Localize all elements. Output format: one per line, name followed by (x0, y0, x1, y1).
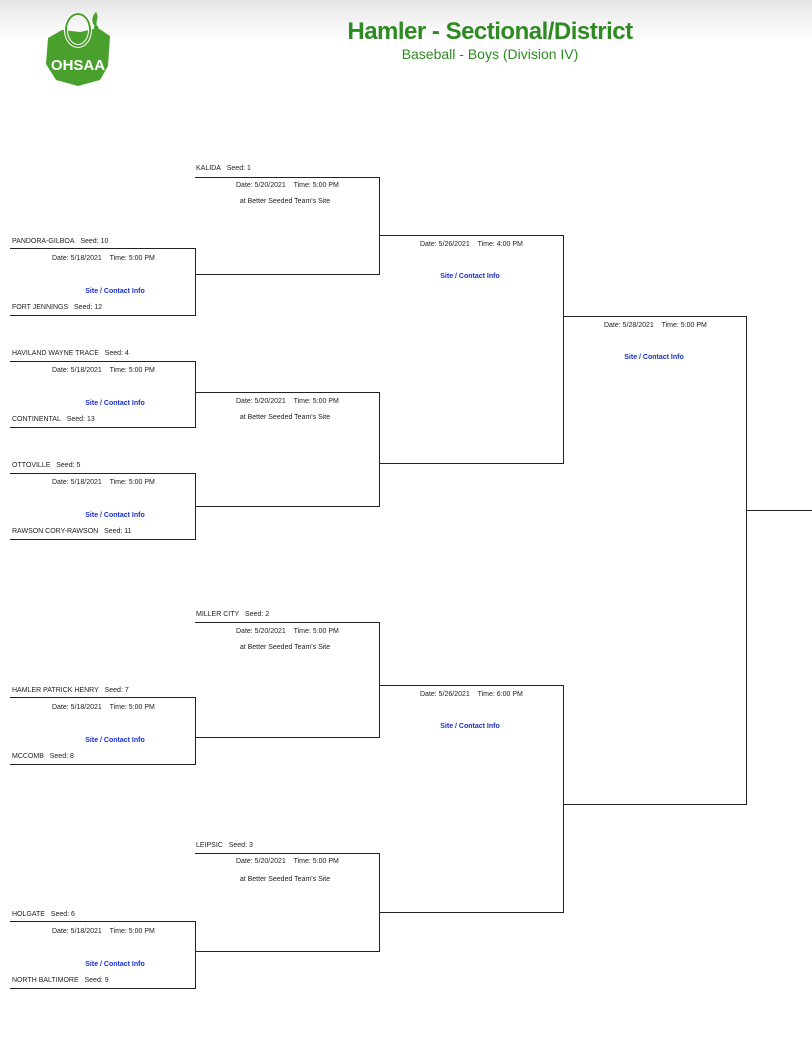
bracket-line (563, 235, 564, 464)
bracket-line (10, 988, 196, 989)
team-rawson-cory-rawson: RAWSON CORY-RAWSON Seed: 11 (12, 528, 132, 535)
svg-text:OHSAA: OHSAA (51, 57, 105, 74)
team-ottoville: OTTOVILLE Seed: 5 (12, 462, 81, 469)
bracket-line (379, 912, 564, 913)
bracket-line (379, 853, 380, 952)
game-site: at Better Seeded Team's Site (239, 414, 331, 421)
bracket-line (195, 951, 380, 952)
bracket-line (10, 921, 196, 922)
team-fort-jennings: FORT JENNINGS Seed: 12 (12, 304, 103, 311)
bracket-line (10, 473, 196, 474)
page-subtitle: Baseball - Boys (Division IV) (401, 46, 579, 62)
bracket-line (379, 463, 564, 464)
team-north-baltimore: NORTH BALTIMORE Seed: 9 (12, 977, 109, 984)
game-datetime: Date: 5/26/2021 Time: 6:00 PM (420, 691, 523, 698)
game-site: at Better Seeded Team's Site (239, 644, 331, 651)
team-miller-city: MILLER CITY Seed: 2 (196, 611, 270, 618)
team-continental: CONTINENTAL Seed: 13 (12, 416, 95, 423)
site-contact-link[interactable]: Site / Contact Info (85, 400, 145, 407)
site-contact-link[interactable]: Site / Contact Info (440, 273, 500, 280)
team-leipsic: LEIPSIC Seed: 3 (196, 842, 253, 849)
bracket-line (195, 921, 196, 989)
bracket-line (379, 235, 564, 236)
game-datetime: Date: 5/20/2021 Time: 5:00 PM (236, 398, 339, 405)
bracket-line (746, 316, 747, 805)
game-datetime: Date: 5/18/2021 Time: 5:00 PM (52, 928, 155, 935)
site-contact-link[interactable]: Site / Contact Info (85, 737, 145, 744)
site-contact-link[interactable]: Site / Contact Info (85, 288, 145, 295)
team-holgate: HOLGATE Seed: 6 (12, 911, 75, 918)
bracket-line (195, 737, 380, 738)
game-datetime: Date: 5/20/2021 Time: 5:00 PM (236, 182, 339, 189)
bracket-line (10, 539, 196, 540)
champion-line (746, 510, 812, 511)
game-datetime: Date: 5/20/2021 Time: 5:00 PM (236, 628, 339, 635)
site-contact-link[interactable]: Site / Contact Info (85, 512, 145, 519)
site-contact-link[interactable]: Site / Contact Info (440, 723, 500, 730)
bracket-line (379, 177, 380, 275)
team-hamler-patrick-henry: HAMLER PATRICK HENRY Seed: 7 (12, 687, 129, 694)
bracket-line (195, 177, 380, 178)
bracket-line (379, 685, 564, 686)
team-kalida: KALIDA Seed: 1 (196, 165, 251, 172)
game-datetime: Date: 5/18/2021 Time: 5:00 PM (52, 479, 155, 486)
ohsaa-logo-icon: OHSAA (46, 12, 110, 86)
bracket-line (195, 248, 196, 316)
site-contact-link[interactable]: Site / Contact Info (85, 961, 145, 968)
game-datetime: Date: 5/18/2021 Time: 5:00 PM (52, 255, 155, 262)
bracket-line (379, 622, 380, 738)
site-contact-link[interactable]: Site / Contact Info (624, 354, 684, 361)
bracket-line (195, 697, 196, 765)
team-mccomb: MCCOMB Seed: 8 (12, 753, 74, 760)
page-header-background (0, 0, 812, 40)
game-site: at Better Seeded Team's Site (239, 876, 331, 883)
game-datetime: Date: 5/18/2021 Time: 5:00 PM (52, 704, 155, 711)
bracket-line (10, 764, 196, 765)
bracket-line (10, 315, 196, 316)
bracket-line (195, 506, 380, 507)
bracket-line (10, 361, 196, 362)
game-datetime: Date: 5/20/2021 Time: 5:00 PM (236, 858, 339, 865)
bracket-line (195, 392, 380, 393)
bracket-line (10, 427, 196, 428)
bracket-line (195, 622, 380, 623)
game-datetime: Date: 5/26/2021 Time: 4:00 PM (420, 241, 523, 248)
page-title: Hamler - Sectional/District (347, 18, 633, 45)
game-datetime: Date: 5/18/2021 Time: 5:00 PM (52, 367, 155, 374)
bracket-line (195, 853, 380, 854)
team-haviland-wayne-trace: HAVILAND WAYNE TRACE Seed: 4 (12, 350, 129, 357)
bracket-line (563, 685, 564, 913)
game-site: at Better Seeded Team's Site (239, 198, 331, 205)
bracket-line (195, 274, 380, 275)
game-datetime: Date: 5/28/2021 Time: 5:00 PM (604, 322, 707, 329)
bracket-line (195, 361, 196, 428)
team-pandora-gilboa: PANDORA-GILBOA Seed: 10 (12, 238, 109, 245)
bracket-line (379, 392, 380, 507)
bracket-line (563, 804, 747, 805)
bracket-line (563, 316, 747, 317)
bracket-line (10, 697, 196, 698)
bracket-line (10, 248, 196, 249)
